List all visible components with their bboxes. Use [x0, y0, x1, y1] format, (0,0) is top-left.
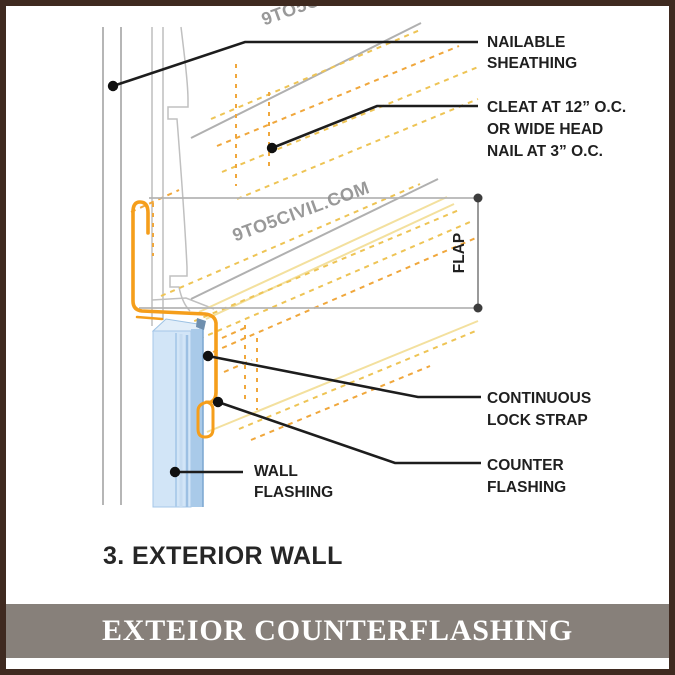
panel-top-edge: [196, 318, 206, 330]
label-lockstrap-line2: LOCK STRAP: [487, 412, 588, 429]
leader-lines: [112, 40, 481, 474]
section-title: 3. EXTERIOR WALL: [103, 542, 343, 570]
wall-stud-lines: [102, 27, 122, 505]
counterflashing-profile: [131, 200, 218, 439]
leader-cleat: [271, 104, 478, 150]
leader-dots: [107, 80, 278, 478]
label-cleat-line1: CLEAT AT 12” O.C.: [487, 99, 626, 116]
counterflashing-fold: [135, 315, 164, 321]
label-counterflashing-line1: COUNTER: [487, 457, 564, 474]
dimension-dot-bottom: [473, 303, 483, 313]
callout-labels: NAILABLE SHEATHING CLEAT AT 12” O.C. OR …: [254, 34, 626, 501]
cleat-dashed-lines: [130, 29, 479, 441]
label-counterflashing-line2: FLASHING: [487, 479, 566, 496]
flap-label: FLAP: [451, 233, 468, 273]
banner-title: EXTEIOR COUNTERFLASHING: [102, 614, 573, 647]
label-wallflashing-line1: WALL: [254, 463, 298, 480]
counterflashing-diagram: FLAP: [102, 6, 626, 508]
sheathing-board-lines: [151, 27, 164, 326]
bottom-banner: EXTEIOR COUNTERFLASHING: [6, 604, 669, 658]
leader-lock-strap: [207, 354, 481, 399]
siding-profile: [151, 26, 215, 312]
flap-dimension: FLAP: [139, 193, 483, 313]
label-nailable-line1: NAILABLE: [487, 34, 565, 51]
lock-strap-loop: [196, 400, 215, 439]
leader-nailable-sheathing: [112, 40, 478, 88]
dimension-dot-top: [473, 193, 483, 203]
watermark-top: 9TO5CIVIL.COM: [259, 6, 401, 29]
counterflashing-hook: [131, 200, 218, 404]
label-lockstrap-line1: CONTINUOUS: [487, 390, 591, 407]
label-cleat-line3: NAIL AT 3” O.C.: [487, 143, 603, 160]
label-wallflashing-line2: FLASHING: [254, 484, 333, 501]
label-cleat-line2: OR WIDE HEAD: [487, 121, 603, 138]
wall-flashing-panel: [151, 318, 206, 508]
label-nailable-line2: SHEATHING: [487, 55, 577, 72]
leader-counter-flashing: [217, 400, 481, 465]
